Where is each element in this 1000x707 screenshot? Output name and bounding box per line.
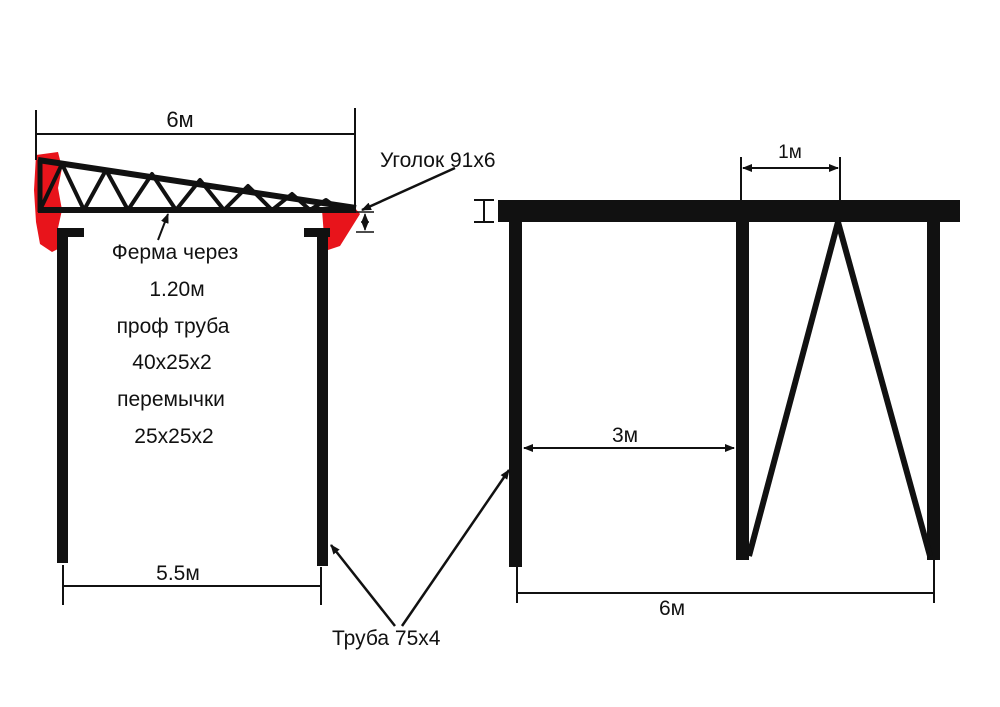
front-post-right <box>927 222 940 560</box>
truss-note-pointer <box>157 213 169 241</box>
brace-dimension-label: 1м <box>778 142 802 163</box>
truss-web <box>38 162 342 212</box>
top-dimension-label: 6м <box>166 107 193 132</box>
right-corner-highlight <box>322 208 360 250</box>
right-column <box>304 228 330 566</box>
truss-note-line: Ферма через <box>112 241 238 264</box>
angle-label: Уголок 91х6 <box>380 149 496 172</box>
left-view: 6м Уголок 91х6 Ферма через 1.20м проф тр… <box>34 107 496 605</box>
bottom-dimension <box>62 565 322 605</box>
column-post <box>317 228 328 566</box>
front-post-middle <box>736 222 749 560</box>
total-dimension <box>516 560 935 603</box>
top-dimension <box>35 108 356 210</box>
pipe-callout <box>330 469 511 627</box>
bottom-dimension-label: 5.5м <box>156 562 200 585</box>
truss-note-line: 25х25х2 <box>134 425 213 448</box>
brace-left <box>746 221 841 557</box>
front-post-left <box>509 222 522 567</box>
left-column <box>57 228 84 563</box>
angle-pointer <box>361 166 456 212</box>
truss-note-line: проф труба <box>117 315 230 338</box>
total-dimension-label: 6м <box>659 597 685 620</box>
column-cap <box>60 228 84 237</box>
pipe-label: Труба 75х4 <box>332 627 441 650</box>
brace-dimension <box>740 157 841 200</box>
height-marker <box>356 211 374 233</box>
roof-truss <box>37 157 357 213</box>
pipe-pointer <box>330 544 396 627</box>
top-beam <box>498 200 960 222</box>
diagonal-braces <box>746 221 933 557</box>
truss-note-line: 1.20м <box>149 278 204 301</box>
brace-right <box>835 221 933 557</box>
truss-note-line: перемычки <box>117 388 225 411</box>
beam-end-profile <box>474 199 494 223</box>
right-view: 1м 3м 6м <box>474 142 960 620</box>
pipe-pointer <box>400 469 511 627</box>
column-post <box>57 228 68 563</box>
truss-note-line: 40х25х2 <box>132 351 211 374</box>
span-dimension-label: 3м <box>612 424 638 447</box>
